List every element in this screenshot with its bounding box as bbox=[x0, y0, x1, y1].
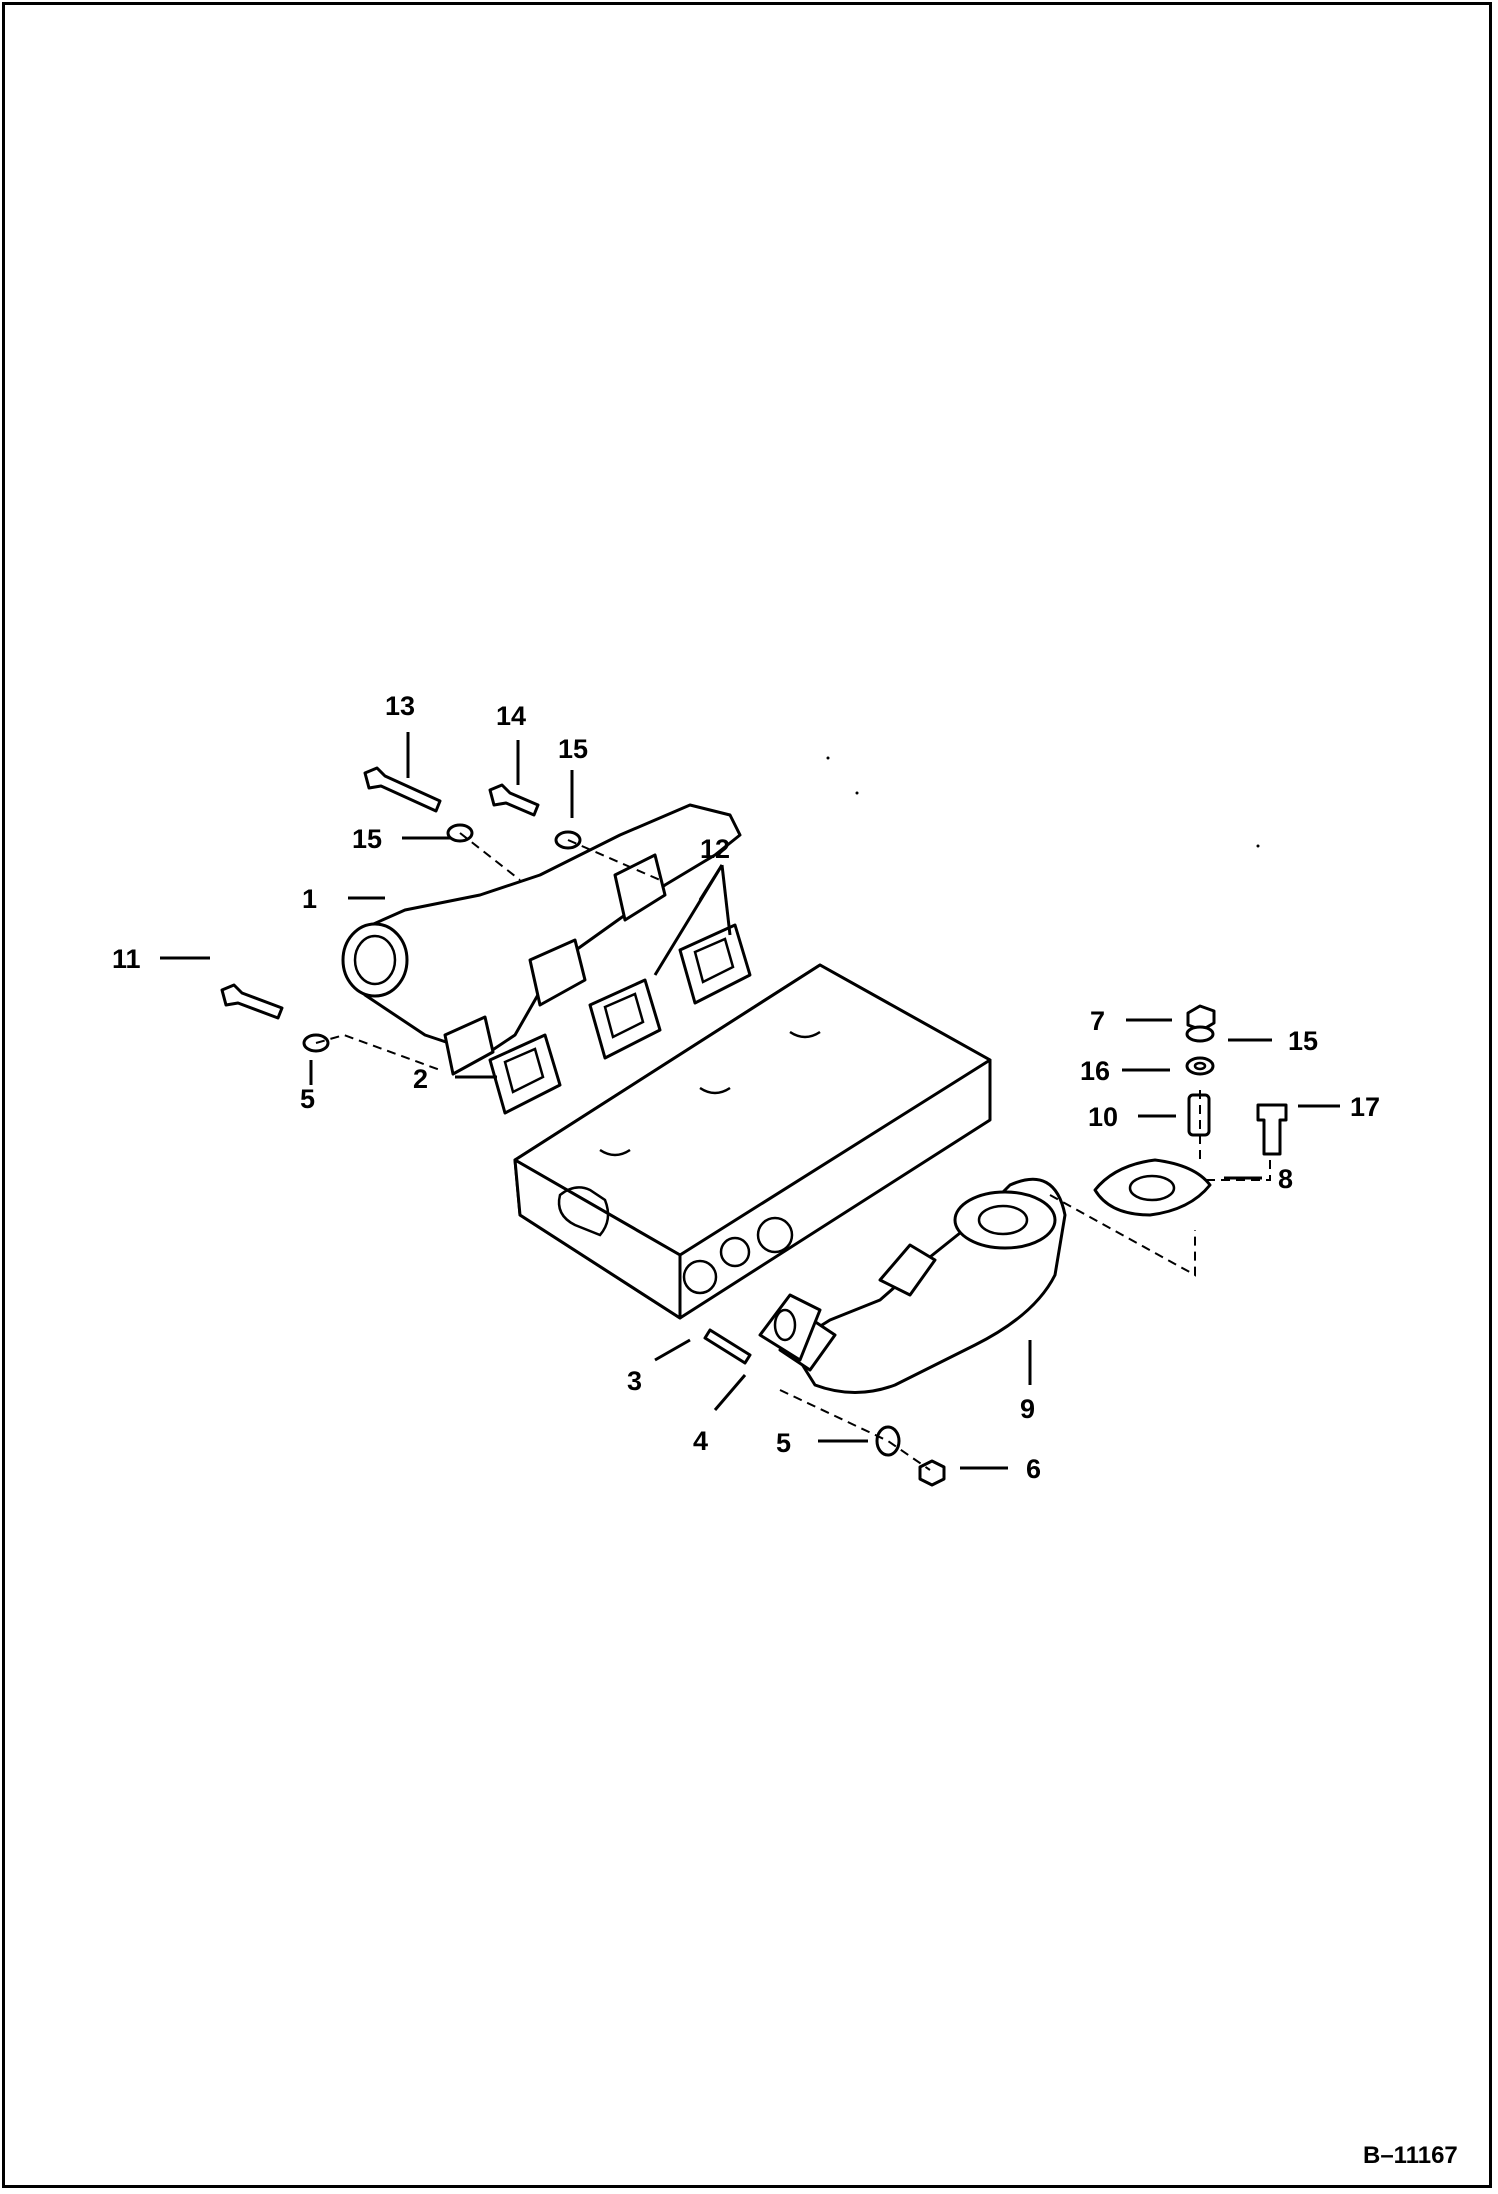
stud-icon bbox=[703, 1328, 752, 1365]
leader-lines bbox=[160, 732, 1340, 1470]
callout-15: 15 bbox=[352, 824, 382, 854]
exhaust-gasket-icon bbox=[758, 1293, 822, 1362]
manifold-gasket-icon bbox=[488, 923, 752, 1115]
callout-17: 17 bbox=[1350, 1092, 1380, 1122]
cylinder-head-icon bbox=[513, 963, 992, 1320]
callout-labels: 13 14 15 15 1 12 11 5 2 3 4 5 6 9 7 15 1… bbox=[112, 691, 1380, 1484]
bolt-icon bbox=[220, 783, 1288, 1156]
callout-15: 15 bbox=[558, 734, 588, 764]
figure-id: B–11167 bbox=[1363, 2142, 1458, 2169]
intake-manifold-icon bbox=[341, 803, 742, 1076]
callout-16: 16 bbox=[1080, 1056, 1110, 1086]
callout-10: 10 bbox=[1088, 1102, 1118, 1132]
flange-nut-icon bbox=[1185, 1004, 1216, 1043]
callout-3: 3 bbox=[627, 1366, 642, 1396]
callout-5: 5 bbox=[776, 1428, 791, 1458]
callout-15: 15 bbox=[1288, 1026, 1318, 1056]
callout-11: 11 bbox=[112, 944, 141, 974]
assembly-lines bbox=[315, 832, 1271, 1471]
long-bolt-icon bbox=[363, 766, 442, 813]
callout-5: 5 bbox=[300, 1084, 315, 1114]
nut-icon bbox=[918, 1459, 946, 1487]
callout-1: 1 bbox=[302, 884, 317, 914]
callout-4: 4 bbox=[693, 1426, 708, 1456]
callout-2: 2 bbox=[413, 1064, 428, 1094]
callout-14: 14 bbox=[496, 701, 526, 731]
callout-12: 12 bbox=[700, 834, 730, 864]
flange-gasket-icon bbox=[1093, 1158, 1212, 1217]
callout-9: 9 bbox=[1020, 1394, 1035, 1424]
callout-13: 13 bbox=[385, 691, 415, 721]
callout-6: 6 bbox=[1026, 1454, 1041, 1484]
callout-7: 7 bbox=[1090, 1006, 1105, 1036]
callout-8: 8 bbox=[1278, 1164, 1293, 1194]
